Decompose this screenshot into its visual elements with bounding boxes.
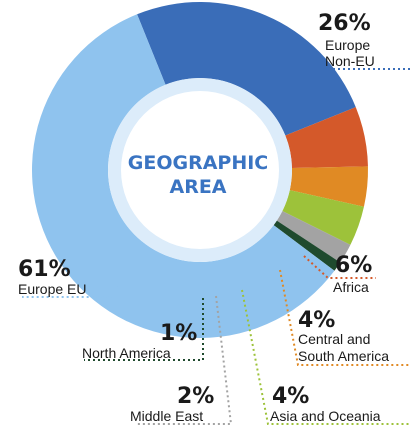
leader-europe-eu xyxy=(22,286,119,298)
center-title-line-1: GEOGRAPHIC xyxy=(128,152,269,174)
label-central-south-america-line-2: South America xyxy=(298,348,389,364)
pct-central-south-america: 4% xyxy=(298,308,335,333)
slice-middle-east xyxy=(276,210,351,263)
pct-middle-east: 2% xyxy=(177,384,214,409)
label-central-south-america-line-1: Central and xyxy=(298,331,370,347)
label-africa: Africa xyxy=(333,279,369,295)
label-asia-oceania: Asia and Oceania xyxy=(270,408,381,424)
donut-slices xyxy=(32,1,368,338)
pct-north-america: 1% xyxy=(160,321,197,346)
label-middle-east: Middle East xyxy=(130,408,203,424)
center-title-line-2: AREA xyxy=(169,176,226,198)
slice-africa xyxy=(285,107,368,169)
pct-europe-eu: 61% xyxy=(18,257,71,282)
leader-central-south-america xyxy=(279,269,410,366)
label-europe-non-eu-line-2: Non-EU xyxy=(325,53,375,69)
slice-north-america xyxy=(273,220,341,271)
label-europe-eu: Europe EU xyxy=(18,281,86,297)
leader-asia-oceania xyxy=(241,289,410,425)
leader-lines xyxy=(22,68,410,425)
leader-africa xyxy=(303,255,376,279)
slice-asia-oceania xyxy=(282,190,364,245)
leader-north-america xyxy=(84,298,204,361)
slice-europe-eu xyxy=(32,14,335,338)
pct-asia-oceania: 4% xyxy=(272,384,309,409)
center-disc xyxy=(121,91,279,249)
pct-africa: 6% xyxy=(335,253,372,278)
pct-europe-non-eu: 26% xyxy=(318,11,371,36)
label-north-america: North America xyxy=(82,345,171,361)
label-europe-non-eu-line-1: Europe xyxy=(325,37,370,53)
slice-europe-non-eu xyxy=(137,1,356,136)
slice-central-south-america xyxy=(289,166,368,207)
